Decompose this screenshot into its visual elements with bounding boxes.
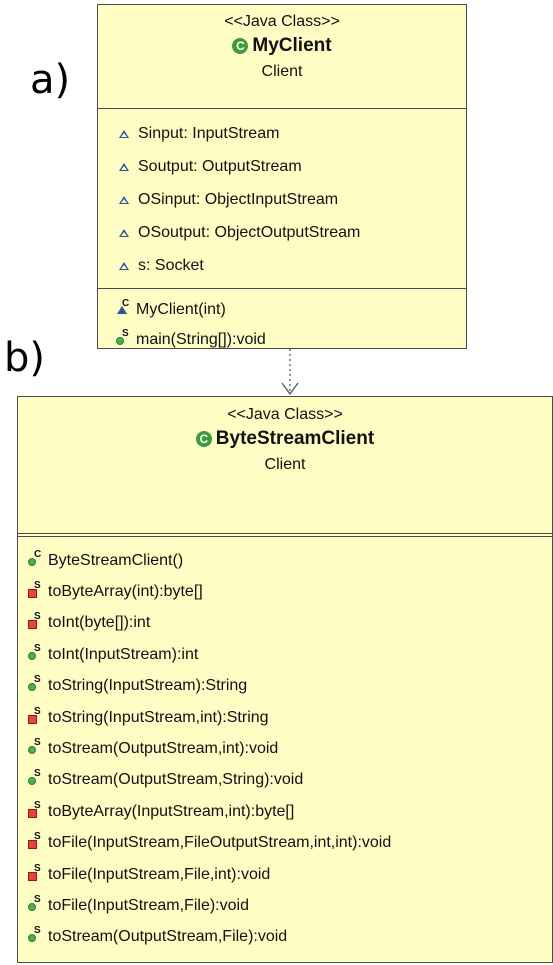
modifier-superscript: S (34, 925, 41, 937)
compartment-divider (98, 288, 466, 289)
public-static-method-icon: S (26, 674, 48, 695)
member-text: toInt(byte[]):int (48, 614, 151, 632)
modifier-superscript: S (34, 862, 41, 874)
member-text: OSinput: ObjectInputStream (138, 190, 339, 208)
private-static-method-icon: S (26, 611, 48, 632)
package-field-icon (116, 224, 138, 242)
member-row: OSoutput: ObjectOutputStream (116, 216, 466, 249)
class-header: <<Java Class>> C MyClient Client (98, 5, 466, 108)
member-text: toInt(InputStream):int (48, 645, 199, 663)
class-box-myclient: <<Java Class>> C MyClient Client Sinput:… (97, 4, 467, 349)
stereotype-label: <<Java Class>> (227, 406, 343, 423)
modifier-superscript: S (34, 893, 41, 905)
member-text: toFile(InputStream,File,int):void (48, 865, 271, 883)
member-text: toStream(OutputStream,File):void (48, 928, 288, 946)
modifier-superscript: C (122, 298, 130, 309)
private-static-method-icon: S (26, 862, 48, 884)
package-label: Client (261, 63, 303, 80)
package-field-icon (116, 158, 138, 176)
private-static-method-icon: S (26, 580, 48, 601)
public-static-method-icon: S (26, 737, 48, 758)
private-static-method-icon: S (26, 831, 48, 852)
package-label: Client (264, 456, 306, 473)
member-text: Soutput: OutputStream (138, 157, 302, 175)
member-text: toStream(OutputStream,int):void (48, 740, 279, 758)
stereotype-label: <<Java Class>> (224, 13, 340, 30)
class-name: C ByteStreamClient (18, 428, 552, 450)
member-text: toByteArray(int):byte[] (48, 583, 203, 601)
modifier-superscript: S (34, 580, 41, 592)
class-icon: C (232, 38, 249, 54)
member-text: toStream(OutputStream,String):void (48, 771, 304, 789)
member-text: toString(InputStream):String (48, 677, 248, 695)
modifier-superscript: S (34, 768, 41, 780)
modifier-superscript: S (34, 705, 41, 717)
class-icon: C (195, 431, 212, 447)
class-name-text: MyClient (252, 35, 332, 56)
modifier-superscript: S (34, 831, 41, 843)
package-field-icon (116, 191, 138, 209)
public-constructor-icon: C (26, 548, 48, 570)
private-static-method-icon: S (26, 799, 48, 821)
empty-attribute-compartment (18, 533, 552, 537)
class-name: C MyClient (98, 35, 466, 57)
member-text: toFile(InputStream,File):void (48, 896, 249, 914)
package-field-icon (116, 125, 138, 143)
class-box-bytestreamclient: <<Java Class>> C ByteStreamClient Client… (17, 396, 553, 963)
member-row: C ByteStreamClient() (26, 545, 552, 576)
member-row: OSinput: ObjectInputStream (116, 183, 466, 216)
member-text: MyClient(int) (136, 301, 226, 318)
dependency-arrow (281, 349, 299, 396)
class-name-text: ByteStreamClient (215, 428, 375, 449)
public-static-method-icon: S (26, 893, 48, 915)
public-static-method-icon: S (26, 768, 48, 789)
member-text: toByteArray(InputStream,int):byte[] (48, 802, 295, 820)
modifier-superscript: S (34, 737, 41, 749)
public-static-method-icon: S (26, 642, 48, 664)
member-row: C MyClient(int) (114, 295, 466, 325)
package-field-icon (116, 257, 138, 275)
member-text: main(String[]):void (136, 331, 266, 348)
member-row: Sinput: InputStream (116, 117, 466, 150)
modifier-superscript: S (34, 611, 41, 623)
member-text: Sinput: InputStream (138, 124, 280, 142)
modifier-superscript: S (34, 674, 41, 686)
modifier-superscript: S (34, 799, 41, 811)
member-text: OSoutput: ObjectOutputStream (138, 223, 361, 241)
member-text: ByteStreamClient() (48, 551, 184, 569)
modifier-superscript: S (122, 328, 129, 339)
private-static-method-icon: S (26, 705, 48, 727)
panel-label-a: a) (30, 57, 71, 103)
modifier-superscript: C (34, 548, 42, 560)
class-header: <<Java Class>> C ByteStreamClient Client (18, 397, 552, 533)
member-row: Soutput: OutputStream (116, 150, 466, 183)
constructor-package-icon: C (114, 298, 136, 319)
member-row: s: Socket (116, 249, 466, 282)
panel-label-b: b) (4, 335, 45, 381)
public-static-method-icon: S (114, 328, 136, 349)
compartment-divider (98, 108, 466, 109)
public-static-method-icon: S (26, 925, 48, 946)
member-text: toString(InputStream,int):String (48, 708, 269, 726)
member-text: toFile(InputStream,FileOutputStream,int,… (48, 834, 392, 852)
member-text: s: Socket (138, 256, 204, 274)
modifier-superscript: S (34, 642, 41, 654)
